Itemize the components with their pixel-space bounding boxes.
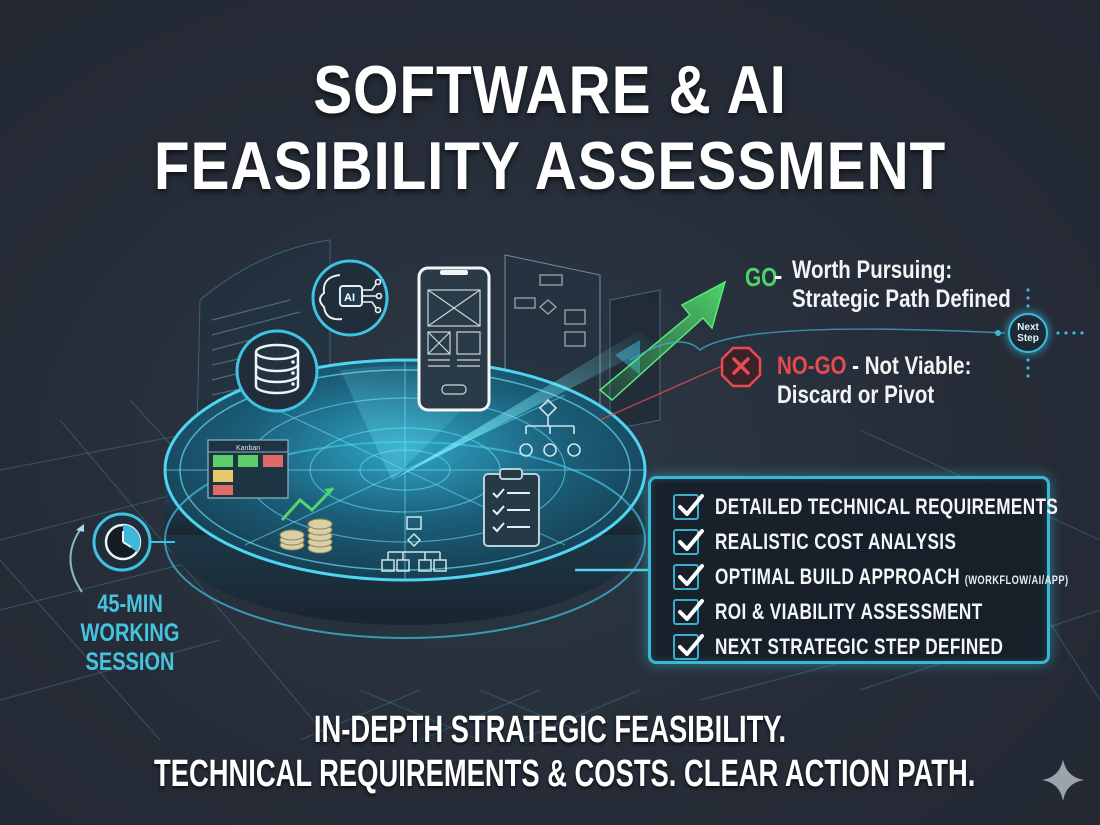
mobile-wireframe-icon — [417, 266, 491, 412]
clock-icon — [69, 512, 175, 593]
nogo-label: NO-GO — [777, 352, 847, 380]
checklist-item-label: OPTIMAL BUILD APPROACH — [715, 563, 961, 589]
checklist-item-note: (WORKFLOW/AI/APP) — [964, 572, 1069, 587]
decision-tree-icon — [381, 516, 447, 572]
go-description-line-2: Strategic Path Defined — [792, 285, 1011, 313]
session-duration-label: 45-MIN WORKING SESSION — [74, 590, 186, 677]
session-line-2: WORKING — [80, 619, 180, 647]
checkbox-checked-icon — [673, 598, 704, 625]
nogo-separator: - — [852, 352, 859, 380]
title-line-1: SOFTWARE & AI — [313, 52, 787, 128]
next-step-line-2: Step — [1017, 333, 1039, 344]
next-step-crosshair — [995, 288, 1084, 378]
deliverables-checklist: DETAILED TECHNICAL REQUIREMENTS REALISTI… — [648, 476, 1068, 664]
checklist-item-text: OPTIMAL BUILD APPROACH(WORKFLOW/AI/APP) — [715, 564, 1069, 590]
tagline-line-2: TECHNICAL REQUIREMENTS & COSTS. CLEAR AC… — [153, 753, 976, 795]
page-title: SOFTWARE & AI FEASIBILITY ASSESSMENT — [77, 52, 1023, 204]
checklist-item: ROI & VIABILITY ASSESSMENT — [673, 594, 1047, 629]
checkbox-checked-icon — [673, 528, 704, 555]
sparkle-icon — [1042, 759, 1084, 801]
checklist-item-text: REALISTIC COST ANALYSIS — [715, 528, 957, 554]
tagline-line-1: IN-DEPTH STRATEGIC FEASIBILITY. — [313, 709, 787, 751]
clipboard-checklist-icon — [483, 468, 540, 547]
svg-text:Kanban: Kanban — [236, 445, 260, 452]
next-step-line-1: Next — [1017, 322, 1039, 333]
checkbox-checked-icon — [673, 493, 704, 520]
go-label: GO — [745, 262, 778, 292]
go-description-line-1: Worth Pursuing: — [792, 256, 953, 284]
session-line-1: 45-MIN — [97, 590, 163, 618]
kanban-board-icon: Kanban — [207, 439, 289, 499]
checklist-item-text: ROI & VIABILITY ASSESSMENT — [715, 598, 983, 624]
growth-coins-icon — [279, 486, 335, 554]
checklist-item: NEXT STRATEGIC STEP DEFINED — [673, 629, 1047, 664]
nogo-description-line-1: Not Viable: — [864, 352, 972, 380]
checklist-item: REALISTIC COST ANALYSIS — [673, 524, 1047, 559]
next-step-badge: Next Step — [1008, 313, 1048, 353]
svg-text:AI: AI — [344, 292, 355, 304]
checkbox-checked-icon — [673, 633, 704, 660]
go-description: Worth Pursuing: Strategic Path Defined — [792, 256, 1011, 314]
checklist-item-text: DETAILED TECHNICAL REQUIREMENTS — [715, 493, 1059, 519]
ai-brain-icon: AI — [311, 259, 389, 337]
nogo-description-line-2: Discard or Pivot — [777, 381, 935, 409]
go-arrow-icon — [598, 280, 1006, 401]
session-line-3: SESSION — [85, 648, 175, 676]
nogo-stop-icon — [720, 346, 762, 388]
checklist-item: OPTIMAL BUILD APPROACH(WORKFLOW/AI/APP) — [673, 559, 1068, 594]
checklist-item: DETAILED TECHNICAL REQUIREMENTS — [673, 489, 1058, 524]
database-icon — [235, 329, 319, 413]
title-line-2: FEASIBILITY ASSESSMENT — [153, 128, 947, 204]
hierarchy-icon — [519, 398, 581, 457]
go-separator: - — [774, 262, 783, 290]
checklist-item-text: NEXT STRATEGIC STEP DEFINED — [715, 633, 1004, 659]
checkbox-checked-icon — [673, 563, 704, 590]
tagline: IN-DEPTH STRATEGIC FEASIBILITY. TECHNICA… — [153, 708, 976, 796]
